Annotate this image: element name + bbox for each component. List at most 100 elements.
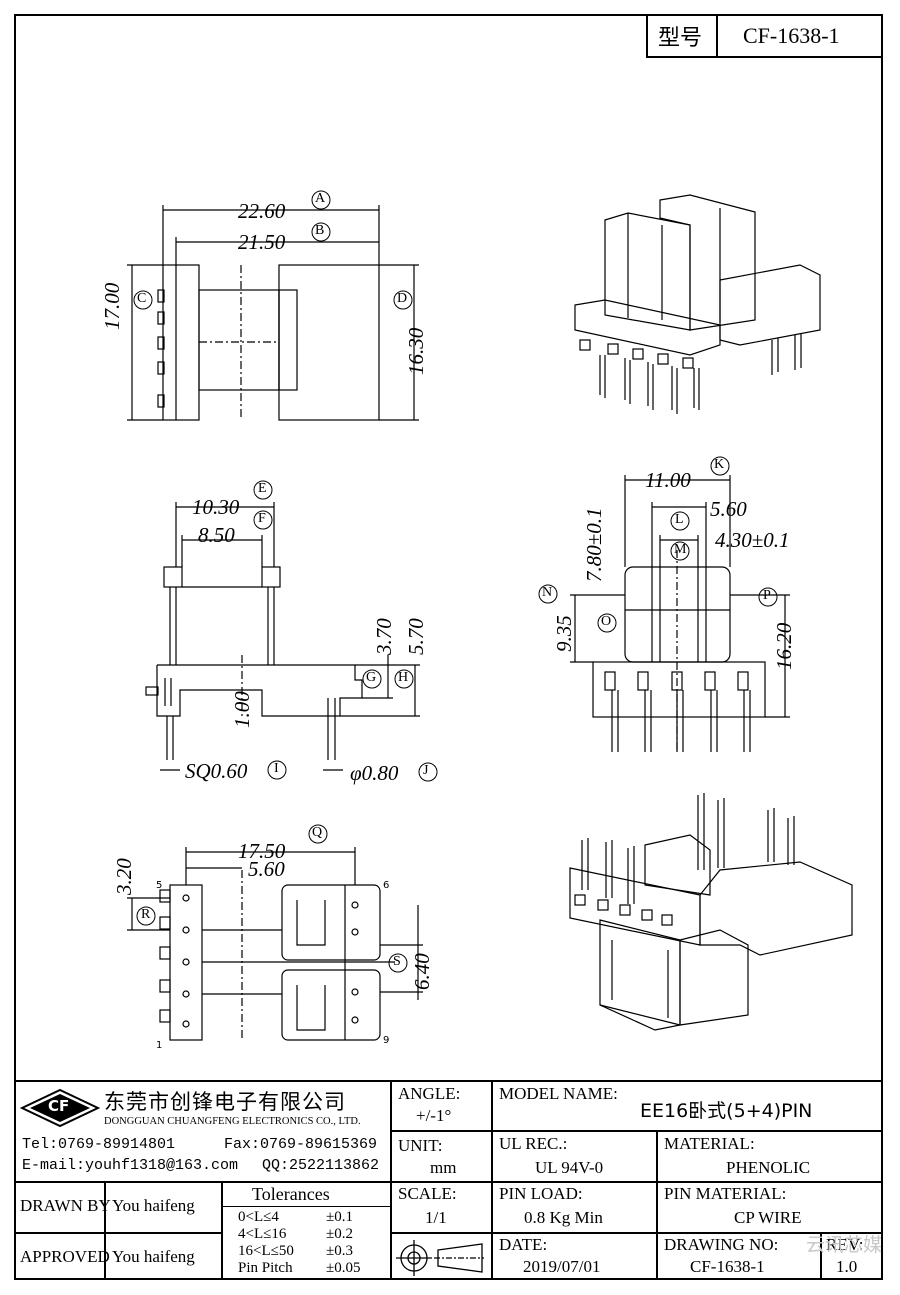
callout-M: M bbox=[674, 542, 687, 557]
dim-R: 3.20 bbox=[112, 858, 136, 895]
dim-G: 3.70 bbox=[372, 618, 396, 655]
tel: Tel:0769-89914801 bbox=[22, 1136, 176, 1153]
pin-material-value: CP WIRE bbox=[734, 1208, 802, 1227]
dim-P: 16.20 bbox=[772, 622, 796, 670]
part-number-header: 型号 CF-1638-1 bbox=[646, 14, 883, 58]
material-label: MATERIAL: bbox=[664, 1134, 755, 1153]
pin-number-5: 5 bbox=[156, 880, 163, 891]
drawn-by-label: DRAWN BY bbox=[20, 1196, 111, 1215]
isometric-view-top bbox=[574, 194, 821, 414]
callout-G: G bbox=[366, 670, 377, 685]
tolerance-range-4: Pin Pitch bbox=[238, 1260, 293, 1276]
projection-symbol bbox=[396, 1240, 484, 1276]
tolerance-range-3: 16<L≤50 bbox=[238, 1243, 294, 1259]
dim-M: 4.30±0.1 bbox=[715, 528, 790, 552]
tolerance-value-4: ±0.05 bbox=[326, 1260, 361, 1276]
callout-E: E bbox=[258, 481, 267, 496]
tolerances-title: Tolerances bbox=[252, 1184, 330, 1204]
callout-H: H bbox=[398, 670, 409, 685]
approved-value: You haifeng bbox=[112, 1247, 195, 1266]
dim-S: 6.40 bbox=[410, 953, 434, 990]
callout-O: O bbox=[601, 614, 612, 629]
qq: QQ:2522113862 bbox=[262, 1157, 380, 1174]
company-name-en: DONGGUAN CHUANGFENG ELECTRONICS CO., LTD… bbox=[104, 1116, 361, 1127]
callout-I: I bbox=[274, 761, 279, 776]
technical-drawing bbox=[127, 190, 853, 1041]
part-number: CF-1638-1 bbox=[743, 23, 840, 48]
rev-value: 1.0 bbox=[836, 1257, 858, 1276]
company-name-cn: 东莞市创锋电子有限公司 bbox=[104, 1090, 346, 1114]
date-value: 2019/07/01 bbox=[523, 1257, 601, 1276]
dim-H: 5.70 bbox=[404, 618, 428, 655]
watermark: 云讯芯媒 bbox=[805, 1234, 882, 1256]
ul-rec-value: UL 94V-0 bbox=[535, 1158, 604, 1177]
dim-top: 7.80±0.1 bbox=[582, 507, 606, 582]
callout-D: D bbox=[397, 291, 408, 306]
tolerance-range-2: 4<L≤16 bbox=[238, 1226, 287, 1242]
date-label: DATE: bbox=[499, 1235, 548, 1254]
callout-S: S bbox=[393, 954, 401, 969]
dim-D: 16.30 bbox=[404, 327, 428, 375]
isometric-view-bottom bbox=[569, 793, 853, 1031]
material-value: PHENOLIC bbox=[726, 1158, 811, 1177]
drawing-no-value: CF-1638-1 bbox=[690, 1257, 765, 1276]
dim-E: 10.30 bbox=[192, 495, 240, 519]
dim-C: 17.00 bbox=[100, 282, 124, 330]
pin-number-6: 6 bbox=[383, 880, 390, 891]
callout-C: C bbox=[137, 291, 147, 306]
end-view bbox=[570, 475, 790, 752]
callout-N: N bbox=[542, 585, 553, 600]
dim-I: SQ0.60 bbox=[185, 759, 248, 783]
dim-K: 11.00 bbox=[645, 468, 691, 492]
unit-label: UNIT: bbox=[398, 1136, 443, 1155]
model-name-label: MODEL NAME: bbox=[499, 1084, 618, 1103]
pin-load-label: PIN LOAD: bbox=[499, 1184, 583, 1203]
type-label: 型号 bbox=[658, 26, 703, 51]
angle-label: ANGLE: bbox=[398, 1084, 461, 1103]
dim-height-1: 1.00 bbox=[230, 691, 254, 728]
title-block bbox=[14, 1080, 883, 1280]
callout-K: K bbox=[714, 457, 725, 472]
dim-J: φ0.80 bbox=[350, 761, 399, 785]
approved-label: APPROVED bbox=[20, 1247, 110, 1266]
pin-number-9: 9 bbox=[383, 1035, 390, 1046]
dim-N: 9.35 bbox=[552, 615, 576, 652]
pin-number-1: 1 bbox=[156, 1040, 163, 1051]
tolerance-value-2: ±0.2 bbox=[326, 1226, 353, 1242]
tolerance-range-1: 0<L≤4 bbox=[238, 1209, 279, 1225]
email: E-mail:youhf1318@163.com bbox=[22, 1157, 239, 1174]
unit-value: mm bbox=[430, 1158, 457, 1177]
callout-P: P bbox=[763, 588, 771, 603]
logo-text: CF bbox=[48, 1097, 70, 1115]
drawn-by-value: You haifeng bbox=[112, 1196, 195, 1215]
dim-A: 22.60 bbox=[238, 199, 286, 223]
drawing-sheet bbox=[14, 14, 883, 1280]
callout-Q: Q bbox=[312, 825, 323, 840]
ul-rec-label: UL REC.: bbox=[499, 1134, 568, 1153]
company-logo bbox=[20, 1088, 100, 1128]
tolerance-value-3: ±0.3 bbox=[326, 1243, 353, 1259]
pin-material-label: PIN MATERIAL: bbox=[664, 1184, 787, 1203]
fax: Fax:0769-89615369 bbox=[224, 1136, 378, 1153]
rev-label: REV: bbox=[826, 1235, 864, 1254]
dim-F: 8.50 bbox=[198, 523, 235, 547]
callout-R: R bbox=[141, 907, 151, 922]
pin-load-value: 0.8 Kg Min bbox=[524, 1208, 603, 1227]
dim-B: 21.50 bbox=[238, 230, 286, 254]
drawing-no-label: DRAWING NO: bbox=[664, 1235, 779, 1254]
tolerance-value-1: ±0.1 bbox=[326, 1209, 353, 1225]
scale-value: 1/1 bbox=[425, 1208, 447, 1227]
front-view bbox=[127, 205, 419, 421]
callout-A: A bbox=[315, 191, 326, 206]
angle-value: +/-1° bbox=[416, 1106, 452, 1125]
callout-L: L bbox=[675, 512, 684, 527]
callout-F: F bbox=[258, 511, 266, 526]
side-view bbox=[145, 502, 420, 771]
bottom-view bbox=[127, 847, 423, 1041]
dim-L: 5.60 bbox=[710, 497, 747, 521]
dim-Q2: 5.60 bbox=[248, 857, 285, 881]
model-name-value: EE16卧式(5+4)PIN bbox=[640, 1100, 813, 1122]
dim-Q: 17.50 bbox=[238, 839, 286, 863]
callout-J: J bbox=[423, 763, 429, 778]
scale-label: SCALE: bbox=[398, 1184, 457, 1203]
